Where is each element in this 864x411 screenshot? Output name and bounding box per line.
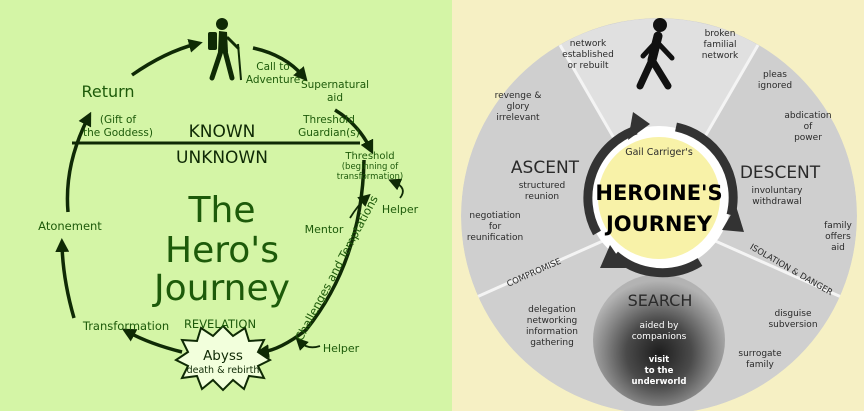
hero-title-line-1: The bbox=[188, 190, 256, 231]
disguise-line-2: subversion bbox=[768, 320, 817, 330]
abdication-line-1: abdication bbox=[784, 111, 831, 121]
delegation-line-4: gathering bbox=[530, 338, 574, 348]
negotiation-line-1: negotiation bbox=[469, 211, 520, 221]
surrogate-line-1: surrogate bbox=[738, 349, 782, 359]
call-line-2: Adventure bbox=[246, 74, 300, 86]
ascent-label: ASCENT bbox=[511, 158, 580, 178]
visit-line-2: to the bbox=[645, 366, 674, 376]
visit-line-3: underworld bbox=[631, 377, 686, 387]
family-aid-line-2: offers bbox=[825, 232, 851, 242]
involuntary-line-2: withdrawal bbox=[752, 197, 801, 207]
walker-icon bbox=[636, 18, 675, 90]
call-line-1: Call to bbox=[256, 61, 289, 73]
guardian-line-1: Threshold bbox=[302, 114, 355, 126]
pleas-line-1: pleas bbox=[763, 70, 787, 80]
delegation-line-1: delegation bbox=[528, 305, 576, 315]
revenge-line-1: revenge & bbox=[495, 91, 542, 101]
unknown-label: UNKNOWN bbox=[176, 148, 268, 168]
center-title-line-2: JOURNEY bbox=[604, 212, 713, 236]
network-line-3: or rebuilt bbox=[567, 61, 609, 71]
threshold-sub-1: (beginning of bbox=[342, 162, 400, 172]
structured-line-1: structured bbox=[519, 181, 566, 191]
involuntary-line-1: involuntary bbox=[751, 186, 803, 196]
abyss-label: Abyss bbox=[203, 348, 243, 364]
broken-line-2: familial bbox=[704, 40, 737, 50]
supernatural-line-2: aid bbox=[327, 92, 343, 104]
negotiation-line-3: reunification bbox=[467, 233, 523, 243]
delegation-line-2: networking bbox=[527, 316, 577, 326]
broken-line-3: network bbox=[702, 51, 739, 61]
family-aid-line-1: family bbox=[824, 221, 852, 231]
structured-line-2: reunion bbox=[525, 192, 559, 202]
hero-title-line-2: Hero's bbox=[165, 230, 279, 271]
abdication-line-3: power bbox=[794, 133, 822, 143]
transformation-label: Transformation bbox=[82, 319, 169, 333]
aided-line-2: companions bbox=[632, 332, 687, 342]
helper-arrows bbox=[295, 178, 404, 351]
helper-bottom-label: Helper bbox=[323, 342, 360, 355]
mentor-label: Mentor bbox=[305, 223, 344, 236]
negotiation-line-2: for bbox=[489, 222, 502, 232]
revenge-line-3: irrelevant bbox=[496, 113, 540, 123]
abyss-sub-label: death & rebirth bbox=[187, 365, 260, 376]
threshold-sub-2: transformation) bbox=[337, 172, 403, 182]
family-aid-line-3: aid bbox=[831, 243, 845, 253]
aided-line-1: aided by bbox=[640, 321, 680, 331]
revenge-line-2: glory bbox=[507, 102, 530, 112]
search-label: SEARCH bbox=[628, 291, 693, 310]
threshold-label: Threshold bbox=[344, 151, 394, 162]
heroine-arrowheads bbox=[600, 112, 744, 268]
network-line-2: established bbox=[562, 50, 614, 60]
gift-line-1: (Gift of bbox=[100, 114, 137, 126]
helper-top-label: Helper bbox=[382, 203, 419, 216]
center-title-line-1: HEROINE'S bbox=[595, 181, 722, 205]
atonement-label: Atonement bbox=[38, 219, 102, 233]
heroine-center-highlight bbox=[598, 137, 720, 259]
visit-line-1: visit bbox=[649, 355, 670, 365]
heroine-cycle-arrows bbox=[583, 122, 738, 278]
supernatural-line-1: Supernatural bbox=[301, 79, 369, 91]
delegation-line-3: information bbox=[526, 327, 578, 337]
heroine-outer-labels: network established or rebuilt broken fa… bbox=[467, 29, 853, 370]
guardian-line-2: Guardian(s) bbox=[298, 127, 360, 139]
gift-line-2: the Goddess) bbox=[83, 127, 153, 139]
return-label: Return bbox=[81, 82, 134, 101]
hiker-icon bbox=[208, 18, 242, 81]
revelation-label: REVELATION bbox=[184, 317, 256, 331]
hero-title-line-3: Journey bbox=[152, 268, 290, 309]
network-line-1: network bbox=[570, 39, 607, 49]
pleas-line-2: ignored bbox=[758, 81, 792, 91]
abyss-burst bbox=[174, 324, 272, 392]
known-label: KNOWN bbox=[189, 122, 256, 142]
author-label: Gail Carriger's bbox=[625, 147, 693, 158]
descent-label: DESCENT bbox=[740, 163, 821, 183]
abdication-line-2: of bbox=[804, 122, 814, 132]
surrogate-line-2: family bbox=[746, 360, 774, 370]
broken-line-1: broken bbox=[705, 29, 736, 39]
disguise-line-1: disguise bbox=[774, 309, 812, 319]
